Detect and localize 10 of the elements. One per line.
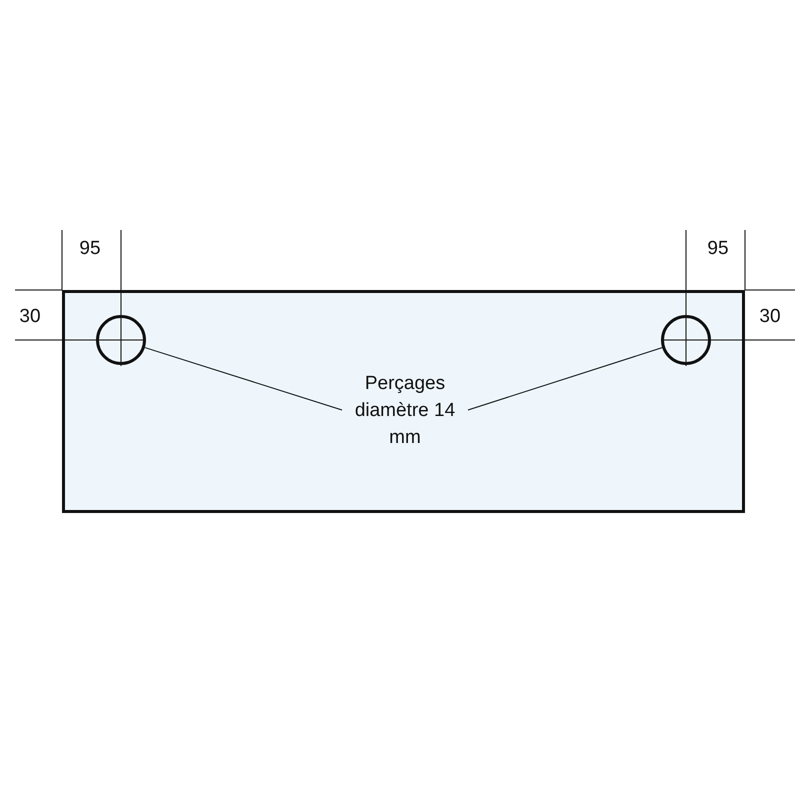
leader-line [468,347,663,410]
drill-hole [661,315,711,365]
leader-line [144,347,342,410]
note-text: Perçages diamètre 14 mm [354,372,456,450]
dimension-label: 95 [706,238,730,260]
dimension-label: 95 [78,238,102,260]
dimension-label: 30 [18,306,42,328]
plate [62,290,745,513]
drill-hole [96,315,146,365]
dimension-label: 30 [758,306,782,328]
